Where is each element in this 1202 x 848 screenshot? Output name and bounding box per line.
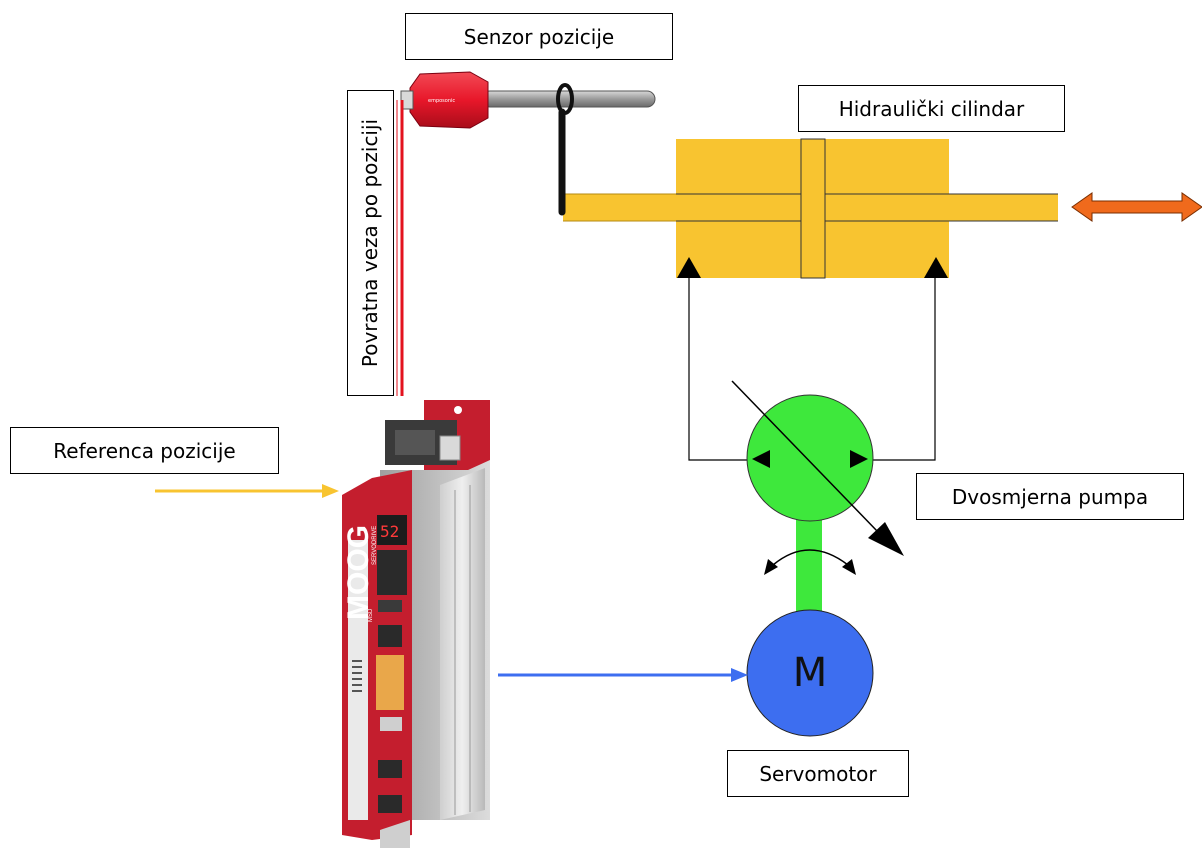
servo-drive: 52 MOOG MSD SERVODRIVE	[342, 400, 490, 848]
drive-product-line: SERVODRIVE	[372, 526, 378, 565]
bidirectional-pump	[746, 394, 874, 614]
double-headed-arrow-icon	[1071, 192, 1202, 222]
servomotor-label-text: Servomotor	[759, 761, 877, 786]
motor-signal-arrow	[498, 668, 748, 682]
hydraulic-cylinder-label-text: Hidraulički cilindar	[838, 96, 1025, 121]
feedback-wire	[396, 100, 404, 396]
position-feedback-label-text: Povratna veza po poziciji	[358, 118, 383, 368]
servomotor-label: Servomotor	[727, 750, 909, 797]
bidirectional-pump-label: Dvosmjerna pumpa	[916, 473, 1184, 520]
motor-letter: M	[792, 650, 828, 696]
drive-brand: MOOG	[342, 525, 375, 620]
drive-display: 52	[380, 522, 399, 541]
drive-model: MSD	[368, 608, 374, 622]
motor-symbol: M	[780, 645, 840, 701]
bidirectional-pump-label-text: Dvosmjerna pumpa	[951, 484, 1149, 509]
hydraulic-lines	[688, 276, 936, 461]
position-sensor-label-text: Senzor pozicije	[463, 24, 615, 49]
position-reference-label: Referenca pozicije	[10, 427, 279, 474]
position-sensor-label: Senzor pozicije	[405, 13, 673, 60]
reference-arrow	[155, 484, 339, 498]
position-feedback-label: Povratna veza po poziciji	[347, 90, 394, 396]
svg-text:emposonic: emposonic	[428, 98, 455, 104]
hydraulic-cylinder	[563, 138, 1058, 279]
curved-rotation-arrow-icon	[764, 549, 856, 575]
position-reference-label-text: Referenca pozicije	[53, 438, 236, 463]
servomotor	[746, 609, 874, 737]
variable-displacement-arrow-icon	[731, 380, 904, 556]
hydraulic-cylinder-label: Hidraulički cilindar	[798, 85, 1065, 132]
position-sensor: emposonic	[400, 71, 656, 216]
